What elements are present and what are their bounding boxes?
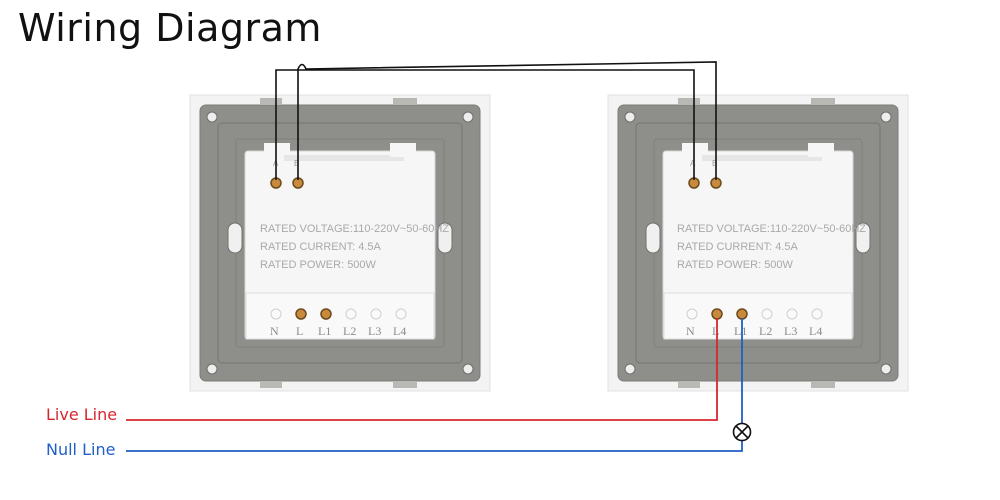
right-top-terminal-b-label: B: [712, 159, 717, 168]
right-term-l: L: [712, 324, 719, 338]
left-term-l3: L3: [368, 324, 381, 338]
traveler-wire-b: [297, 61, 717, 180]
left-term-l: L: [296, 324, 303, 338]
left-spec-voltage: RATED VOLTAGE:110-220V~50-60HZ: [260, 223, 449, 235]
left-term-n: N: [270, 324, 279, 338]
right-bottom-screws: [686, 308, 823, 320]
null-line-label: Null Line: [46, 440, 115, 459]
left-spec-power: RATED POWER: 500W: [260, 259, 377, 271]
lamp-icon: [732, 422, 752, 442]
right-spec-voltage: RATED VOLTAGE:110-220V~50-60HZ: [677, 223, 866, 235]
right-term-n: N: [686, 324, 695, 338]
right-term-l3: L3: [784, 324, 797, 338]
right-spec-current: RATED CURRENT: 4.5A: [677, 241, 798, 253]
right-term-l1: L1: [734, 324, 747, 338]
left-spec-current: RATED CURRENT: 4.5A: [260, 241, 381, 253]
left-top-terminal-b-label: B: [294, 159, 299, 168]
right-spec-power: RATED POWER: 500W: [677, 259, 794, 271]
null-wire: [126, 441, 743, 452]
right-term-l4: L4: [809, 324, 822, 338]
traveler-wire-a: [275, 69, 695, 180]
left-bottom-screws: [270, 308, 407, 320]
right-top-terminal-a-label: A: [690, 159, 696, 168]
live-line-label: Live Line: [46, 405, 117, 424]
diagram-title: Wiring Diagram: [18, 6, 322, 50]
left-term-l4: L4: [393, 324, 406, 338]
live-wire: [126, 318, 718, 421]
left-term-l1: L1: [318, 324, 331, 338]
right-term-l2: L2: [759, 324, 772, 338]
left-term-l2: L2: [343, 324, 356, 338]
